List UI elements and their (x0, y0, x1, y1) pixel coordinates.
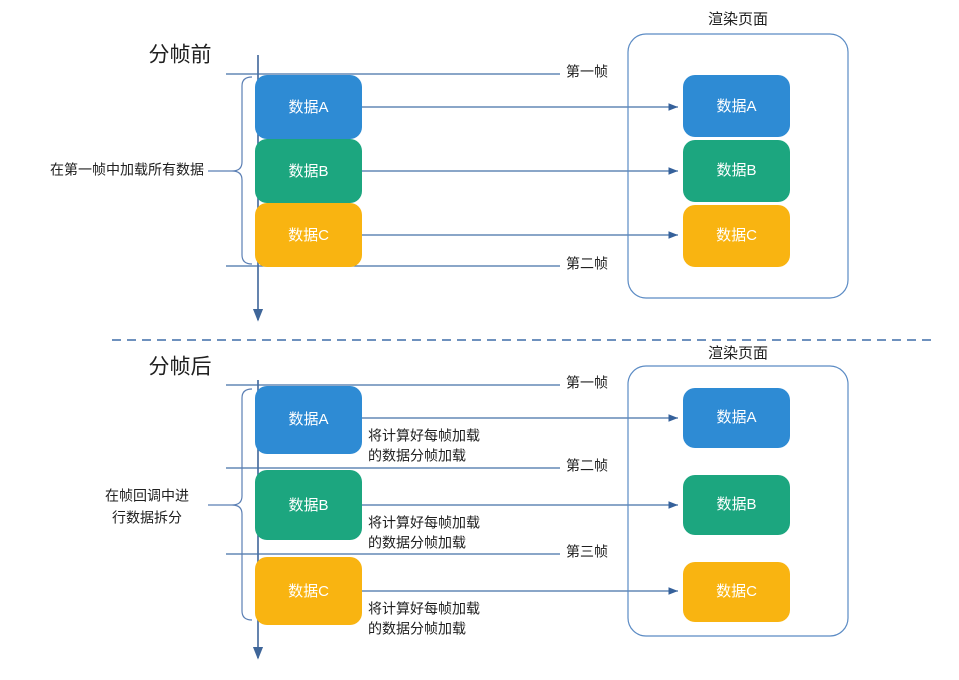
source-stack-before: 数据A 数据B 数据C (255, 75, 362, 267)
frame-label-3-after: 第三帧 (566, 544, 608, 560)
render-box-c-label-after: 数据C (716, 583, 757, 600)
source-box-a-label-after: 数据A (288, 411, 328, 428)
panel-title-after: 渲染页面 (708, 345, 768, 362)
render-stack-after: 数据A 数据B 数据C (683, 388, 790, 622)
source-box-b-label-before: 数据B (288, 163, 328, 180)
split-note-b: 将计算好每帧加载 的数据分帧加载 (368, 515, 480, 551)
section-after: 分帧后 第一帧 第二帧 第三帧 在帧回调中进 行数据拆分 数据A 数据B (105, 345, 849, 660)
section-title-before: 分帧前 (149, 44, 212, 67)
render-box-c-before[interactable] (683, 205, 790, 267)
render-box-b-before[interactable] (683, 140, 790, 202)
split-note-a-line2: 的数据分帧加载 (368, 448, 466, 464)
split-note-b-line1: 将计算好每帧加载 (368, 515, 480, 531)
source-stack-after: 数据A 数据B 数据C (255, 386, 362, 625)
note-after-line2: 行数据拆分 (112, 510, 182, 526)
render-box-b-after[interactable] (683, 475, 790, 535)
render-box-c-after[interactable] (683, 562, 790, 622)
split-note-a: 将计算好每帧加载 的数据分帧加载 (368, 428, 480, 464)
frame-label-2-after: 第二帧 (566, 458, 608, 474)
source-box-a-before[interactable] (255, 75, 362, 139)
source-box-a-after[interactable] (255, 386, 362, 454)
render-box-a-after[interactable] (683, 388, 790, 448)
split-note-c-line2: 的数据分帧加载 (368, 621, 466, 637)
source-box-c-label-after: 数据C (288, 583, 329, 600)
section-before: 分帧前 第一帧 第二帧 在第一帧中加载所有数据 数据A 数据B 数据C (50, 11, 849, 322)
panel-title-before: 渲染页面 (708, 11, 768, 28)
render-panel-after (627, 365, 849, 637)
split-note-c-line1: 将计算好每帧加载 (368, 601, 480, 617)
render-box-a-label-after: 数据A (716, 409, 756, 426)
note-after-line1: 在帧回调中进 (105, 488, 189, 504)
source-box-a-label-before: 数据A (288, 99, 328, 116)
source-box-c-before[interactable] (255, 203, 362, 267)
source-box-b-before[interactable] (255, 139, 362, 203)
group-bracket-after (231, 388, 253, 621)
group-bracket-before (231, 76, 253, 265)
render-box-b-label-after: 数据B (716, 496, 756, 513)
source-box-c-label-before: 数据C (288, 227, 329, 244)
source-box-b-label-after: 数据B (288, 497, 328, 514)
render-panel-before (627, 33, 849, 299)
split-note-a-line1: 将计算好每帧加载 (368, 428, 480, 444)
frame-label-1-before: 第一帧 (566, 64, 608, 80)
source-box-b-after[interactable] (255, 470, 362, 540)
render-box-a-label-before: 数据A (716, 98, 756, 115)
source-box-c-after[interactable] (255, 557, 362, 625)
section-title-after: 分帧后 (149, 356, 212, 379)
split-note-b-line2: 的数据分帧加载 (368, 535, 466, 551)
split-note-c: 将计算好每帧加载 的数据分帧加载 (368, 601, 480, 637)
render-box-a-before[interactable] (683, 75, 790, 137)
frame-label-2-before: 第二帧 (566, 256, 608, 272)
note-before: 在第一帧中加载所有数据 (50, 162, 204, 178)
render-box-c-label-before: 数据C (716, 227, 757, 244)
render-box-b-label-before: 数据B (716, 162, 756, 179)
render-stack-before: 数据A 数据B 数据C (683, 75, 790, 267)
frame-label-1-after: 第一帧 (566, 375, 608, 391)
